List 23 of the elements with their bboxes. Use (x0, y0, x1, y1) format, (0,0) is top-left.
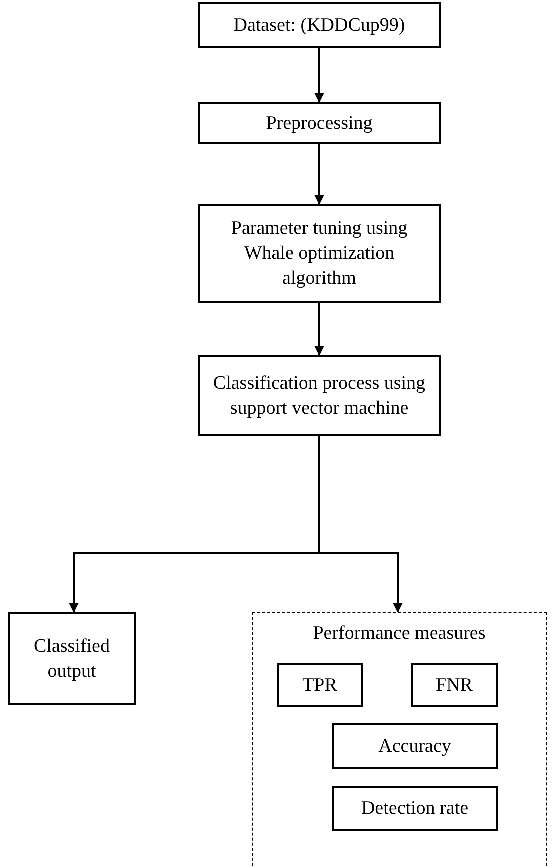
process-box (8, 612, 136, 705)
process-box (277, 663, 363, 707)
box-label: Dataset: (KDDCup99) (234, 14, 406, 38)
box-label: Accuracy (378, 734, 452, 758)
process-box (198, 2, 441, 48)
process-box (411, 663, 498, 707)
process-box (198, 102, 441, 144)
box-label: Classification process using support vector machine (212, 372, 427, 420)
box-label: FNR (436, 674, 473, 698)
box-label: Classified output (33, 634, 111, 684)
process-box (198, 204, 441, 303)
box-label: Detection rate (361, 797, 469, 821)
arrow (314, 303, 324, 356)
box-label: TPR (302, 674, 338, 698)
process-box (198, 355, 441, 436)
process-box (332, 786, 498, 831)
group-box (252, 612, 547, 866)
arrow (314, 48, 324, 103)
process-box (332, 723, 498, 769)
box-label: Preprocessing (266, 112, 373, 136)
arrow (314, 144, 324, 205)
group-title: Performance measures (313, 622, 486, 646)
box-label: Parameter tuning using Whale optimization algorithm (230, 217, 409, 291)
